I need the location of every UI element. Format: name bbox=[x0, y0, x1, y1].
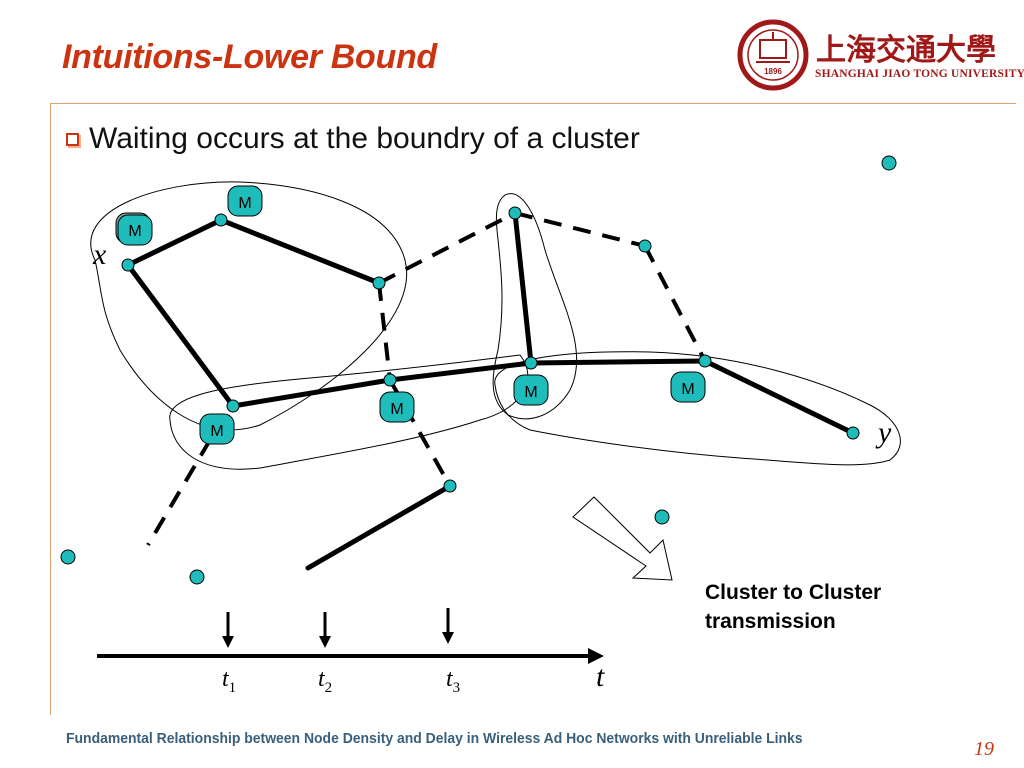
caption-line-2: transmission bbox=[705, 610, 836, 633]
mobile-marker: M bbox=[670, 371, 706, 403]
mobile-marker: M bbox=[227, 185, 263, 217]
node bbox=[508, 206, 522, 220]
time-label-t1: t1 bbox=[222, 666, 236, 696]
node bbox=[383, 373, 397, 387]
svg-text:M: M bbox=[681, 381, 694, 398]
cluster-outline-4 bbox=[494, 351, 901, 466]
node bbox=[443, 479, 457, 493]
bullet-text: Waiting occurs at the boundry of a clust… bbox=[89, 122, 640, 155]
page-number: 19 bbox=[974, 738, 994, 760]
time-axis bbox=[97, 608, 604, 664]
node bbox=[524, 356, 538, 370]
node bbox=[654, 509, 670, 525]
footer-text: Fundamental Relationship between Node De… bbox=[66, 730, 803, 747]
node bbox=[214, 213, 228, 227]
node bbox=[226, 399, 240, 413]
node bbox=[372, 276, 386, 290]
cluster-outline-3 bbox=[492, 193, 578, 420]
node bbox=[189, 569, 205, 585]
mobile-markers: M M M M M M bbox=[115, 185, 706, 445]
university-chinese-name: 上海交通大學 bbox=[816, 33, 996, 68]
mobile-marker: M bbox=[379, 391, 415, 423]
university-logo: 1896 上海交通大學 bbox=[737, 19, 996, 91]
node bbox=[121, 258, 135, 272]
svg-text:M: M bbox=[128, 223, 141, 240]
mobile-marker: M bbox=[115, 212, 153, 246]
slide-title: Intuitions-Lower Bound bbox=[62, 38, 437, 76]
svg-text:M: M bbox=[524, 384, 537, 401]
node bbox=[846, 426, 860, 440]
time-label-t2: t2 bbox=[318, 666, 332, 696]
node bbox=[881, 155, 897, 171]
seal-icon bbox=[737, 19, 809, 91]
time-label-t3: t3 bbox=[446, 666, 460, 696]
dashed-links bbox=[146, 211, 707, 547]
destination-label: y bbox=[875, 416, 892, 449]
svg-text:M: M bbox=[238, 195, 251, 212]
mobile-marker: M bbox=[199, 413, 235, 445]
cluster-outline-1 bbox=[90, 181, 408, 431]
bullet-point: Waiting occurs at the boundry of a clust… bbox=[66, 122, 640, 156]
checkbox-bullet-icon bbox=[66, 132, 79, 146]
solid-links bbox=[125, 210, 856, 571]
node bbox=[698, 354, 712, 368]
transmission-arrow-icon bbox=[572, 496, 673, 581]
svg-text:M: M bbox=[390, 401, 403, 418]
svg-text:M: M bbox=[210, 423, 223, 440]
node bbox=[638, 239, 652, 253]
mobile-marker: M bbox=[513, 374, 549, 406]
time-axis-label: t bbox=[596, 660, 605, 693]
caption-line-1: Cluster to Cluster bbox=[705, 581, 882, 604]
university-english-name: SHANGHAI JIAO TONG UNIVERSITY bbox=[815, 68, 1024, 80]
transmission-caption: Cluster to Cluster transmission bbox=[705, 578, 955, 636]
source-label: x bbox=[92, 238, 107, 271]
left-divider bbox=[50, 103, 51, 715]
seal-year: 1896 bbox=[764, 67, 782, 76]
header-divider bbox=[50, 103, 1016, 104]
node bbox=[60, 549, 76, 565]
nodes bbox=[60, 155, 897, 585]
